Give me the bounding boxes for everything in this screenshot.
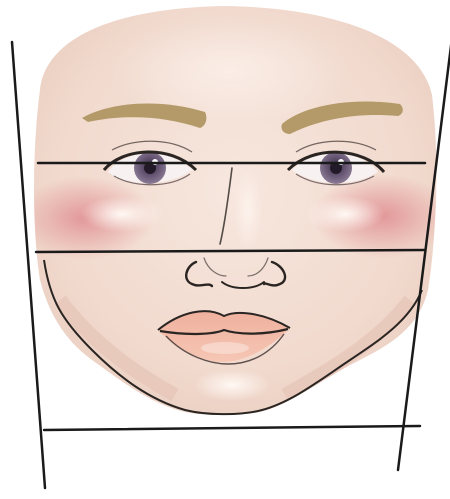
nose-highlight xyxy=(234,168,262,252)
left-cheek-highlight xyxy=(80,196,164,232)
jaw-width-guide-line xyxy=(44,426,420,430)
chin-highlight xyxy=(194,369,270,401)
right-cheek-highlight xyxy=(305,196,385,232)
